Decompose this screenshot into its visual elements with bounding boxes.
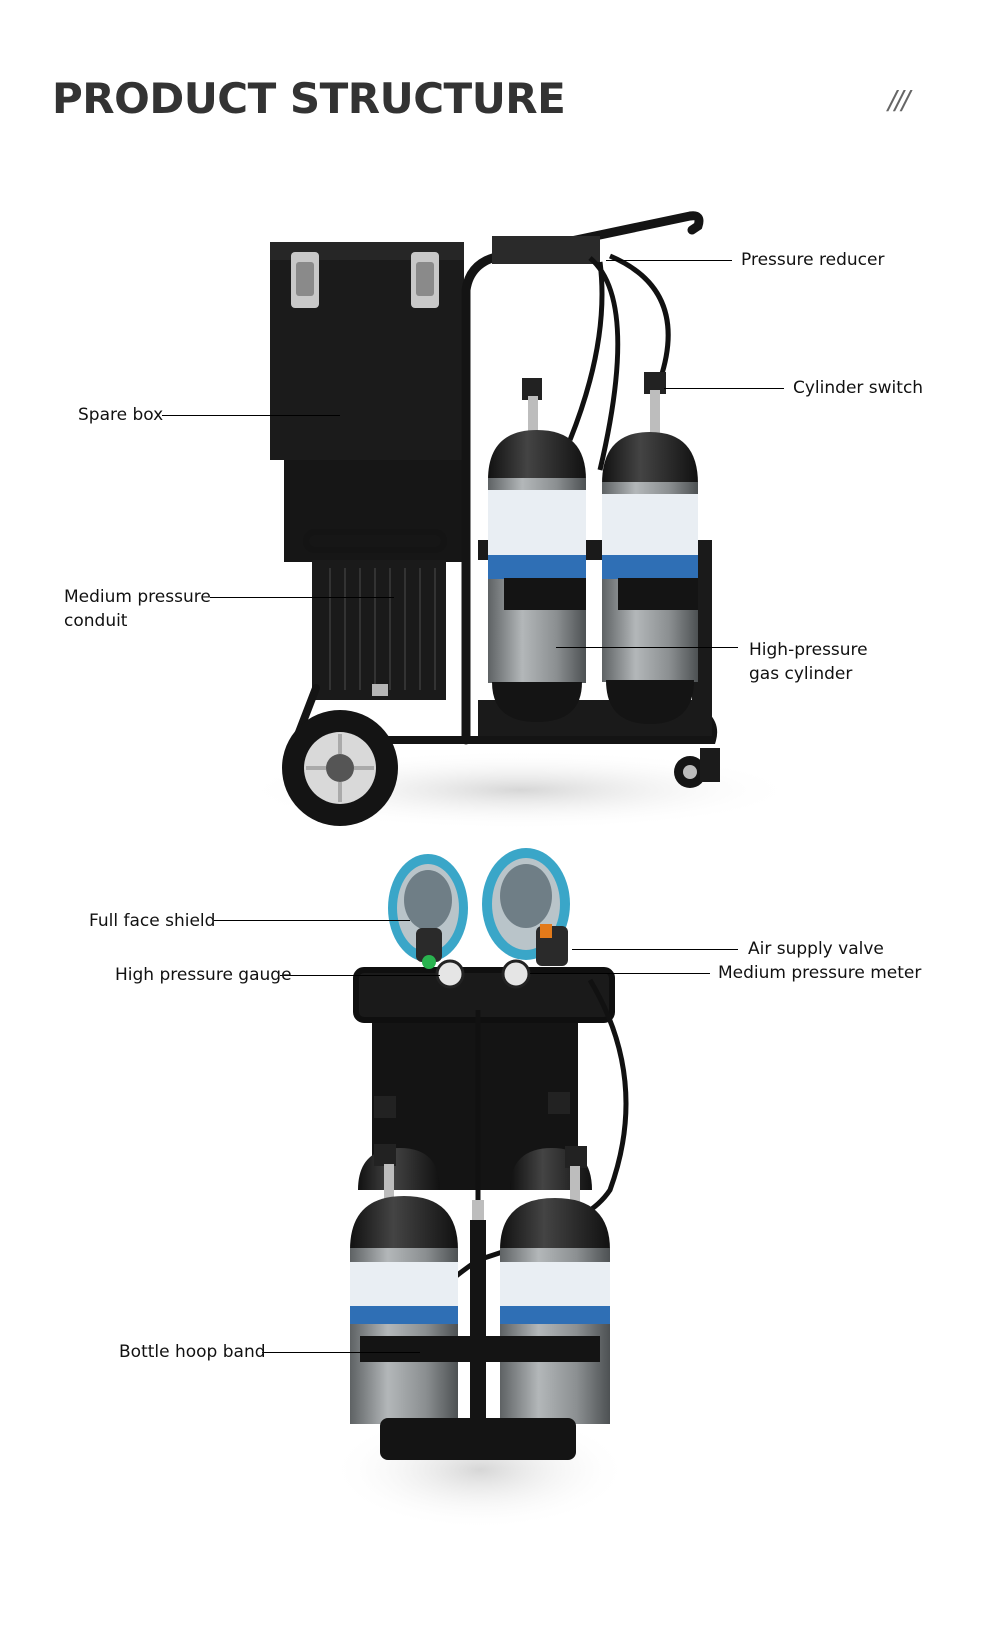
leader-medium-pressure-meter (530, 973, 710, 974)
title-ornament: /// (888, 86, 910, 116)
label-bottle-hoop-band: Bottle hoop band (119, 1342, 266, 1362)
label-high-pressure-cylinder-line1: High-pressure (749, 640, 868, 660)
front-cylinder-left (350, 1196, 458, 1424)
leader-full-face-shield (214, 920, 410, 921)
label-high-pressure-cylinder-line2: gas cylinder (749, 664, 853, 684)
leader-high-pressure-cylinder (556, 647, 738, 648)
label-high-pressure-gauge: High pressure gauge (115, 965, 292, 985)
front-cylinder-right (500, 1198, 610, 1424)
label-medium-pressure-meter: Medium pressure meter (718, 963, 922, 983)
label-medium-pressure-conduit-line2: conduit (64, 611, 128, 631)
leader-spare-box (162, 415, 340, 416)
mask-right (482, 848, 570, 966)
label-full-face-shield: Full face shield (89, 911, 216, 931)
cylinder-left (488, 378, 586, 722)
leader-cylinder-switch (664, 388, 784, 389)
label-pressure-reducer: Pressure reducer (741, 250, 885, 270)
leader-air-supply-valve (572, 949, 738, 950)
leader-bottle-hoop-band (262, 1352, 420, 1353)
cylinder-right (602, 372, 698, 724)
trolley-front-view (330, 848, 630, 1530)
leader-pressure-reducer (606, 260, 732, 261)
page-title: PRODUCT STRUCTURE (52, 74, 566, 123)
trolley-side-view (240, 211, 800, 830)
mask-left (388, 854, 468, 969)
leader-medium-pressure-conduit (210, 597, 394, 598)
label-spare-box: Spare box (78, 405, 164, 425)
leader-high-pressure-gauge (280, 975, 440, 976)
label-medium-pressure-conduit-line1: Medium pressure (64, 587, 211, 607)
label-air-supply-valve: Air supply valve (748, 939, 884, 959)
label-cylinder-switch: Cylinder switch (793, 378, 924, 398)
